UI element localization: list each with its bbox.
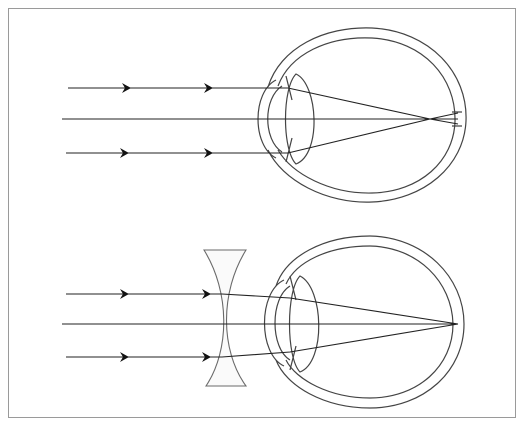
eye-inner-wall (278, 38, 455, 193)
ray-bottom-lower (66, 324, 458, 357)
rays-bottom (62, 294, 458, 357)
iris-upper (290, 276, 296, 300)
ray-bottom-upper (66, 294, 458, 324)
concave-lens (204, 250, 246, 386)
panel-corrected-eye (62, 236, 464, 408)
panel-uncorrected-eye (62, 28, 466, 202)
rays-top (62, 88, 458, 153)
eye-bottom (265, 236, 465, 408)
eye-inner-wall (286, 246, 453, 398)
eye-outer-wall (268, 28, 466, 202)
arrows-top (120, 83, 213, 158)
eye-top (258, 28, 466, 202)
eye-outer-wall (276, 236, 464, 408)
arrows-bottom (120, 289, 211, 362)
